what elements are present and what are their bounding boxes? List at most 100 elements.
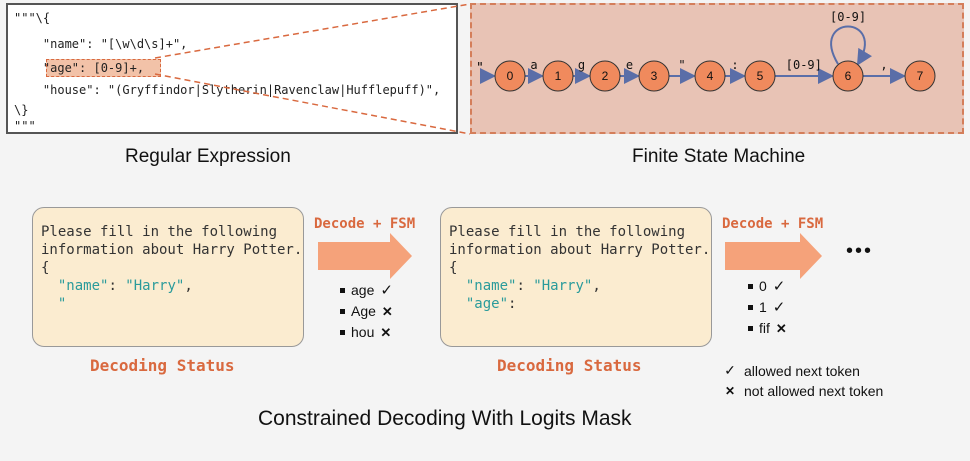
fsm-state-label: 4 — [707, 69, 714, 83]
status2-comma: , — [592, 278, 601, 294]
token-label: 1 — [759, 299, 767, 315]
fsm-state-node — [638, 60, 670, 92]
token-row: Age ✕ — [340, 301, 393, 322]
status2-line2: information about Harry Potter. — [449, 242, 711, 258]
fsm-graph: 0 1 2 3 4 5 6 7 — [480, 25, 936, 92]
legend-not-allowed-label: not allowed next token — [744, 383, 884, 399]
status-text-2: Please fill in the following information… — [449, 223, 710, 313]
legend-not-allowed: ✕ not allowed next token — [720, 383, 883, 399]
check-icon: ✓ — [724, 362, 736, 378]
token-label: fif — [759, 320, 770, 336]
fsm-state-label: 0 — [507, 69, 514, 83]
token-list-1: age ✓ Age ✕ hou ✕ — [340, 280, 393, 343]
token-label: age — [351, 282, 375, 298]
check-icon: ✓ — [380, 282, 393, 299]
bullet — [340, 309, 345, 314]
fsm-state-node — [589, 60, 621, 92]
status2-line3: { — [449, 260, 458, 276]
fsm-state-node — [542, 60, 574, 92]
token-label: hou — [351, 324, 375, 340]
cross-icon: ✕ — [724, 384, 736, 398]
fsm-state-node — [494, 60, 526, 92]
bullet — [340, 330, 345, 335]
age-regex-highlight — [46, 59, 161, 77]
fsm-state-node — [832, 60, 864, 92]
status1-line3: { — [41, 260, 50, 276]
decoding-status-label-2: Decoding Status — [497, 356, 642, 375]
cross-icon: ✕ — [381, 304, 393, 319]
fsm-state-node — [904, 60, 936, 92]
fsm-edge-label: e — [625, 58, 634, 72]
decode-fsm-label-1: Decode + FSM — [314, 216, 416, 232]
fsm-state-label: 5 — [757, 69, 764, 83]
regex-line-5: \} — [14, 103, 29, 117]
ellipsis: ••• — [846, 240, 874, 262]
legend: ✓ allowed next token ✕ not allowed next to… — [720, 362, 883, 399]
status1-line1: Please fill in the following — [41, 224, 278, 240]
status1-val-name: "Harry" — [125, 278, 185, 294]
status1-key-name: "name" — [57, 278, 109, 294]
fsm-start-label: " — [476, 61, 484, 76]
token-list-2: 0✓ 1✓ fif✕ — [748, 276, 787, 339]
bullet — [748, 305, 753, 310]
token-row: age ✓ — [340, 280, 393, 301]
regex-caption: Regular Expression — [125, 146, 291, 167]
status2-line1: Please fill in the following — [449, 224, 686, 240]
fsm-state-label: 1 — [555, 69, 562, 83]
cross-icon: ✕ — [775, 321, 787, 336]
status2-sep: : — [516, 278, 534, 294]
fsm-state-label: 6 — [845, 69, 852, 83]
status2-key-age: "age" — [465, 296, 509, 312]
regex-line-4: "house": "(Gryffindor|Slytherin|Ravencla… — [14, 83, 441, 97]
fsm-state-node — [694, 60, 726, 92]
regex-code-box: """\{ "name": "[\w\d\s]+", "age": [0-9]+… — [6, 3, 458, 134]
status1-line2: information about Harry Potter. — [41, 242, 303, 258]
fsm-state-node — [744, 60, 776, 92]
cross-icon: ✕ — [380, 325, 392, 340]
bullet — [748, 326, 753, 331]
status1-sep: : — [108, 278, 126, 294]
fsm-loop-label: [0-9] — [830, 10, 867, 24]
zoom-connector-bottom — [154, 73, 471, 135]
fsm-edge-label: g — [577, 58, 586, 72]
check-icon: ✓ — [772, 299, 786, 316]
fsm-caption: Finite State Machine — [632, 146, 806, 167]
token-row: hou ✕ — [340, 322, 393, 343]
fsm-edge-label: a — [530, 58, 538, 72]
decoding-status-box-2: Please fill in the following information… — [440, 207, 712, 347]
zoom-connector-top — [154, 3, 471, 59]
token-row: 1✓ — [748, 297, 787, 318]
decode-fsm-label-2: Decode + FSM — [722, 216, 824, 232]
token-row: 0✓ — [748, 276, 787, 297]
bullet — [748, 284, 753, 289]
decoding-status-box-1: Please fill in the following information… — [32, 207, 304, 347]
legend-allowed: ✓ allowed next token — [720, 362, 883, 379]
token-row: fif ✕ — [748, 318, 787, 339]
regex-line-6: """ — [14, 119, 36, 133]
decode-arrow-2 — [725, 233, 822, 279]
regex-line-2: "name": "[\w\d\s]+", — [14, 37, 188, 51]
status1-comma: , — [184, 278, 193, 294]
status2-val-name: "Harry" — [533, 278, 593, 294]
regex-line-3: "age": [0-9]+, — [14, 61, 145, 75]
status2-colon: : — [508, 296, 517, 312]
fsm-edge-label: : — [731, 58, 739, 72]
bullet — [340, 288, 345, 293]
fsm-edge-label: [0-9] — [785, 58, 822, 72]
fsm-self-loop — [830, 25, 873, 66]
fsm-state-label: 2 — [602, 69, 609, 83]
token-label: Age — [351, 303, 376, 319]
token-label: 0 — [759, 278, 767, 294]
status2-key-name: "name" — [465, 278, 517, 294]
fsm-edge-label: , — [880, 58, 888, 72]
decode-arrow-1 — [318, 233, 412, 279]
fsm-state-label: 7 — [917, 69, 924, 83]
regex-line-1: """\{ — [14, 11, 51, 25]
main-caption: Constrained Decoding With Logits Mask — [258, 407, 632, 430]
fsm-state-label: 3 — [651, 69, 658, 83]
status1-line5: " — [57, 296, 67, 312]
legend-allowed-label: allowed next token — [744, 362, 860, 379]
check-icon: ✓ — [772, 278, 786, 295]
decoding-status-label-1: Decoding Status — [90, 356, 235, 375]
